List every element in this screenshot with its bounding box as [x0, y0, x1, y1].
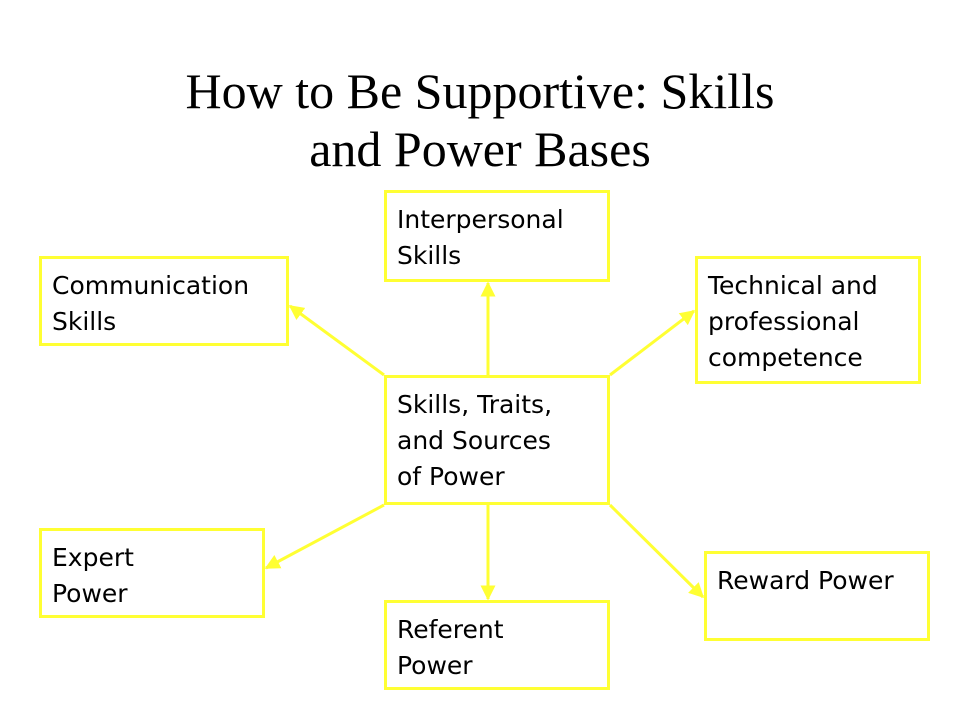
arrow-to-communication-skills — [288, 304, 385, 377]
node-communication-skills: Communication Skills — [39, 256, 289, 346]
node-text-line: Skills — [397, 241, 462, 270]
node-text-line: Technical and — [708, 271, 878, 300]
slide-title-line-1: How to Be Supportive: Skills — [185, 63, 775, 119]
node-text-line: Power — [52, 579, 128, 608]
node-reward-power: Reward Power — [704, 551, 930, 641]
node-text-line: and Sources — [397, 426, 551, 455]
arrow-to-expert-power — [264, 503, 385, 570]
slide-title: How to Be Supportive: Skills and Power B… — [0, 62, 960, 178]
node-expert-power: Expert Power — [39, 528, 265, 618]
center-node-skills-traits-power: Skills, Traits, and Sources of Power — [384, 375, 610, 505]
node-text-line: of Power — [397, 462, 505, 491]
arrow-to-reward-power — [608, 503, 705, 599]
slide-title-line-2: and Power Bases — [309, 121, 651, 177]
node-text-line: Communication — [52, 271, 250, 300]
arrow-to-technical-competence — [609, 309, 696, 377]
node-text-line: professional — [708, 307, 860, 336]
node-referent-power: Referent Power — [384, 600, 610, 690]
node-text-line: Referent — [397, 615, 504, 644]
node-text-line: Skills — [52, 307, 117, 336]
node-text-line: Power — [397, 651, 473, 680]
node-text-line: Interpersonal — [397, 205, 564, 234]
node-text-line: Expert — [52, 543, 134, 572]
node-text-line: Skills, Traits, — [397, 390, 553, 419]
node-interpersonal-skills: Interpersonal Skills — [384, 190, 610, 282]
node-technical-professional-competence: Technical and professional competence — [695, 256, 921, 384]
node-text-line: competence — [708, 343, 863, 372]
node-text-line: Reward Power — [717, 566, 894, 595]
